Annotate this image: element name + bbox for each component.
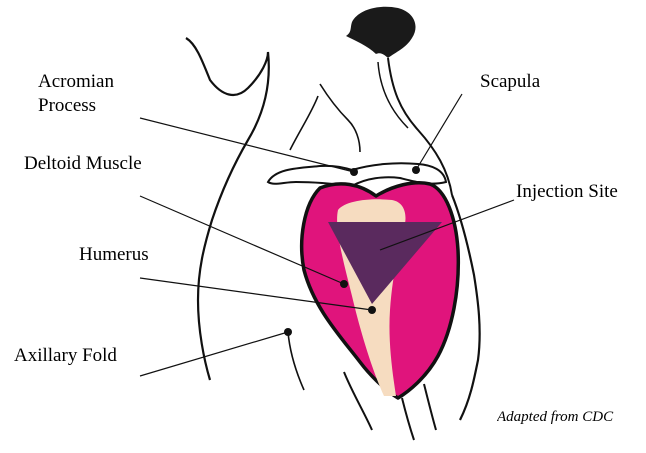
label-deltoid-muscle: Deltoid Muscle (24, 152, 142, 176)
spine-contour (290, 96, 318, 150)
axillary-fold-line (288, 332, 304, 390)
neck-outline-inner (378, 62, 408, 128)
label-scapula: Scapula (480, 70, 540, 94)
dot-humerus (368, 306, 376, 314)
dot-deltoid (340, 280, 348, 288)
leader-acromian (140, 118, 354, 172)
back-contour (320, 84, 360, 152)
source-credit: Adapted from CDC (497, 409, 646, 426)
label-axillary-fold: Axillary Fold (14, 344, 117, 368)
label-acromian-line1: Acromian (38, 70, 114, 94)
label-humerus: Humerus (79, 243, 149, 267)
label-acromian-process: Acromian Process (38, 70, 114, 118)
label-injection-site: Injection Site (516, 180, 618, 204)
dot-scapula (412, 166, 420, 174)
label-acromian-line2: Process (38, 94, 114, 118)
dot-acromian (350, 168, 358, 176)
body-outline-left (186, 38, 269, 380)
leader-axillary (140, 332, 288, 376)
hair-shape (346, 7, 416, 58)
